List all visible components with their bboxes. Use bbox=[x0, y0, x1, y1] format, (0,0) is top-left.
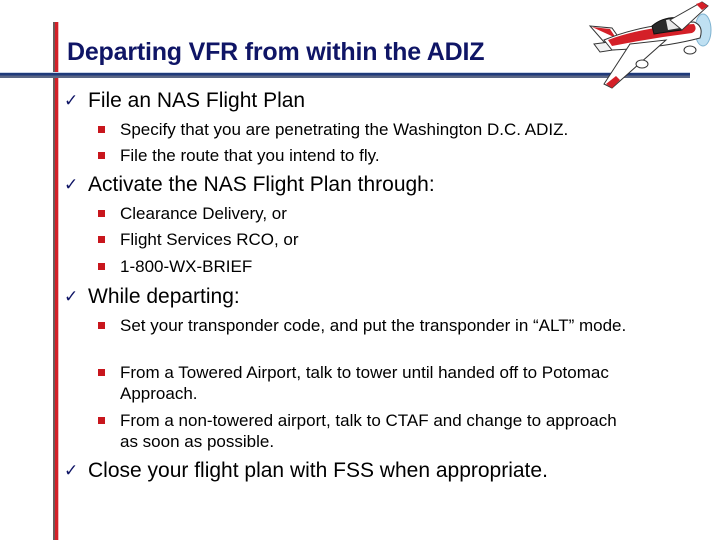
square-bullet-icon bbox=[98, 322, 105, 329]
sub-bullet: Flight Services RCO, or bbox=[98, 229, 658, 250]
sub-bullet: 1-800-WX-BRIEF bbox=[98, 256, 658, 277]
sub-bullet: From a Towered Airport, talk to tower un… bbox=[98, 362, 638, 404]
sub-bullet-text: From a non-towered airport, talk to CTAF… bbox=[120, 411, 617, 451]
checklist-item: ✓ Close your flight plan with FSS when ap… bbox=[64, 459, 548, 483]
square-bullet-icon bbox=[98, 369, 105, 376]
check-icon: ✓ bbox=[64, 91, 79, 111]
check-icon: ✓ bbox=[64, 287, 79, 307]
sub-bullet: From a non-towered airport, talk to CTAF… bbox=[98, 410, 638, 452]
sub-bullet: File the route that you intend to fly. bbox=[98, 145, 658, 166]
checklist-item: ✓ While departing: bbox=[64, 285, 240, 309]
sub-bullet-text: Flight Services RCO, or bbox=[120, 230, 299, 249]
checklist-item-text: Activate the NAS Flight Plan through: bbox=[88, 173, 435, 196]
sub-bullet-text: Specify that you are penetrating the Was… bbox=[120, 120, 569, 139]
check-icon: ✓ bbox=[64, 461, 79, 481]
checklist-item-text: File an NAS Flight Plan bbox=[88, 89, 306, 112]
checklist-item: ✓ Activate the NAS Flight Plan through: bbox=[64, 173, 435, 197]
sub-bullet-text: File the route that you intend to fly. bbox=[120, 146, 380, 165]
square-bullet-icon bbox=[98, 210, 105, 217]
sub-bullet-text: Set your transponder code, and put the t… bbox=[120, 316, 627, 335]
sub-bullet-text: Clearance Delivery, or bbox=[120, 204, 287, 223]
sub-bullet-text: 1-800-WX-BRIEF bbox=[120, 257, 253, 276]
vertical-accent-bar bbox=[53, 22, 59, 540]
checklist-item-text: Close your flight plan with FSS when app… bbox=[88, 459, 548, 482]
checklist-item: ✓ File an NAS Flight Plan bbox=[64, 89, 305, 113]
airplane-icon bbox=[588, 1, 712, 89]
square-bullet-icon bbox=[98, 126, 105, 133]
sub-bullet: Set your transponder code, and put the t… bbox=[98, 315, 638, 336]
title-underline-rule bbox=[0, 72, 690, 78]
slide-title: Departing VFR from within the ADIZ bbox=[67, 38, 485, 66]
square-bullet-icon bbox=[98, 152, 105, 159]
sub-bullet: Clearance Delivery, or bbox=[98, 203, 658, 224]
check-icon: ✓ bbox=[64, 175, 79, 195]
square-bullet-icon bbox=[98, 236, 105, 243]
checklist-item-text: While departing: bbox=[88, 285, 240, 308]
sub-bullet: Specify that you are penetrating the Was… bbox=[98, 119, 658, 140]
sub-bullet-text: From a Towered Airport, talk to tower un… bbox=[120, 363, 609, 403]
square-bullet-icon bbox=[98, 417, 105, 424]
square-bullet-icon bbox=[98, 263, 105, 270]
